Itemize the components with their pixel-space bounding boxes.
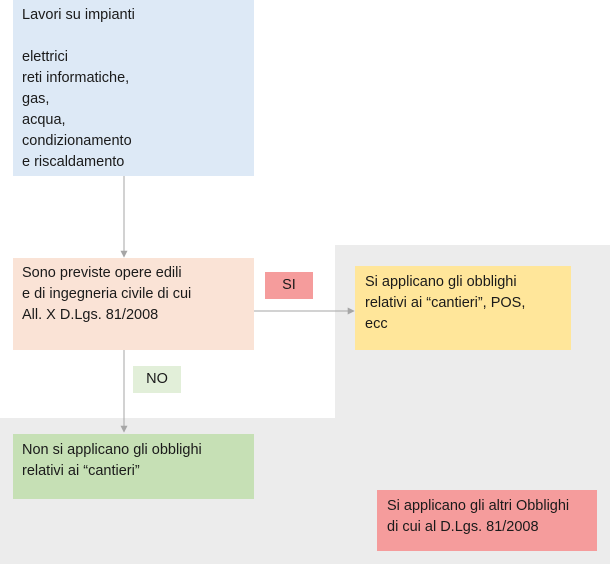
other-obligations-node: Si applicano gli altri Obblighi di cui a…	[377, 490, 597, 551]
start-node: Lavori su impianti elettrici reti inform…	[13, 0, 254, 176]
no-result-node: Non si applicano gli obblighi relativi a…	[13, 434, 254, 499]
question-node: Sono previste opere edili e di ingegneri…	[13, 258, 254, 350]
no-label: NO	[133, 366, 181, 393]
yes-label: SI	[265, 272, 313, 299]
yes-result-node: Si applicano gli obblighi relativi ai “c…	[355, 266, 571, 350]
